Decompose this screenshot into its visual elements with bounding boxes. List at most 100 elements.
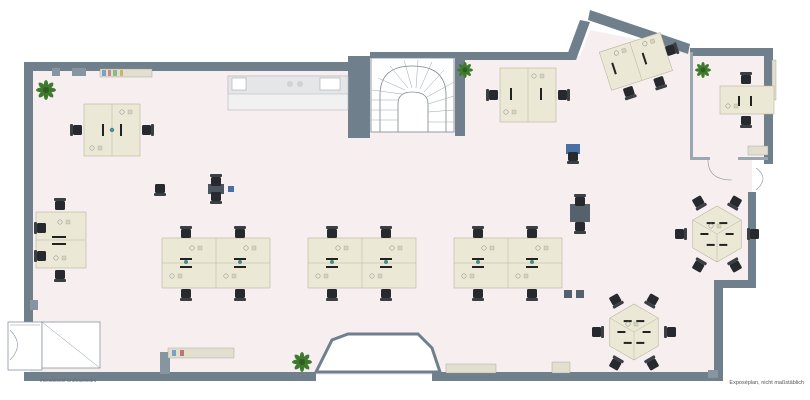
monitor-icon	[725, 233, 734, 235]
office-chair-icon	[142, 124, 154, 136]
office-chair-icon	[526, 226, 538, 238]
office-chair-icon	[740, 72, 752, 84]
office-chair-icon	[486, 89, 498, 101]
office-chair-icon	[380, 289, 392, 301]
desk-clusters	[34, 32, 775, 371]
office-chair-icon	[472, 289, 484, 301]
office-chair-icon	[692, 257, 707, 273]
desk-cluster-hexagonal-right	[675, 195, 759, 273]
office-chair-icon	[234, 226, 246, 238]
monitor-icon	[234, 258, 246, 260]
meeting-table-small	[566, 144, 580, 164]
office-chair-icon	[692, 195, 707, 211]
office-chair-icon	[234, 289, 246, 301]
office-chair-icon	[54, 198, 66, 210]
monitor-icon	[719, 243, 728, 246]
office-chair-icon	[609, 293, 624, 309]
office-chair-icon	[180, 289, 192, 301]
office-chair-icon	[54, 270, 66, 282]
office-chair-icon	[380, 226, 392, 238]
office-chair-icon	[34, 250, 46, 262]
monitor-icon	[326, 258, 338, 260]
desk-cluster-upper-left	[70, 103, 154, 157]
meeting-table-round	[570, 194, 590, 234]
desk-cluster-angled	[598, 32, 680, 101]
monitor-icon	[180, 266, 192, 268]
office-chair-icon	[567, 152, 579, 164]
office-chair-icon	[664, 326, 676, 338]
office-chair-icon	[180, 226, 192, 238]
monitor-icon	[526, 258, 538, 260]
monitor-icon	[540, 88, 542, 100]
shelf-icon	[99, 59, 777, 374]
desk-cluster-left-wall	[34, 198, 87, 282]
monitor-icon	[526, 266, 538, 268]
office-chair-icon	[653, 76, 668, 91]
monitor-icon	[641, 52, 648, 65]
monitor-icon	[510, 88, 512, 100]
monitor-icon	[636, 341, 645, 344]
monitor-icon	[700, 233, 709, 235]
monitor-icon	[706, 222, 715, 225]
office-chair-icon	[665, 42, 680, 56]
monitor-icon	[180, 258, 192, 260]
office-chair-icon	[727, 257, 742, 273]
office-chair-icon	[574, 222, 586, 234]
monitor-icon	[472, 266, 484, 268]
plant-icon	[36, 80, 56, 100]
desk-bench-cluster	[453, 226, 563, 301]
office-chair-icon	[472, 226, 484, 238]
monitor-icon	[623, 341, 632, 344]
desk-cluster-upper-middle	[486, 67, 570, 123]
monitor-icon	[750, 96, 752, 106]
staircase-icon	[370, 57, 455, 133]
office-chair-icon	[34, 222, 46, 234]
plants	[36, 62, 711, 372]
monitor-icon	[472, 258, 484, 260]
office-chair-icon	[644, 293, 659, 309]
office-chair-icon	[747, 228, 759, 240]
office-chair-icon	[727, 195, 742, 211]
monitor-icon	[52, 243, 66, 245]
office-chair-icon	[675, 228, 687, 240]
kitchen-counter-icon	[227, 75, 349, 111]
side-table	[208, 174, 234, 204]
monitor-icon	[120, 124, 122, 136]
stool-pair	[564, 290, 584, 298]
plant-icon	[695, 62, 711, 78]
monitor-icon	[706, 243, 715, 246]
monitor-icon	[642, 331, 651, 333]
monitor-icon	[52, 236, 66, 238]
loose-chairs	[154, 144, 590, 298]
office-chair-icon	[526, 289, 538, 301]
office-chair-icon	[326, 226, 338, 238]
monitor-icon	[719, 222, 728, 225]
plan-caption: Exposéplan, nicht maßstäblich	[729, 380, 804, 386]
plant-icon	[457, 62, 473, 78]
monitor-icon	[617, 331, 626, 333]
office-chair-icon	[326, 289, 338, 301]
monitor-icon	[611, 62, 617, 75]
floor-area	[30, 30, 770, 375]
monitor-icon	[380, 266, 392, 268]
office-chair-icon	[574, 194, 586, 206]
monitor-icon	[636, 320, 645, 323]
office-chair-icon	[154, 184, 166, 196]
monitor-icon	[738, 96, 740, 106]
monitor-icon	[102, 124, 104, 136]
office-chair-icon	[558, 89, 570, 101]
desk-cluster-hexagonal-bottom	[592, 293, 676, 371]
monitor-icon	[326, 266, 338, 268]
office-chair-icon	[623, 86, 637, 101]
desk-bench-cluster	[307, 226, 417, 301]
office-chair-icon	[740, 116, 752, 128]
monitor-icon	[380, 258, 392, 260]
desk-surface	[719, 85, 775, 115]
desk-bench-cluster	[161, 226, 271, 301]
office-chair-icon	[70, 124, 82, 136]
office-chair-icon	[592, 326, 604, 338]
office-partition	[690, 52, 768, 160]
plant-icon	[292, 352, 312, 372]
bay-window	[313, 332, 443, 374]
